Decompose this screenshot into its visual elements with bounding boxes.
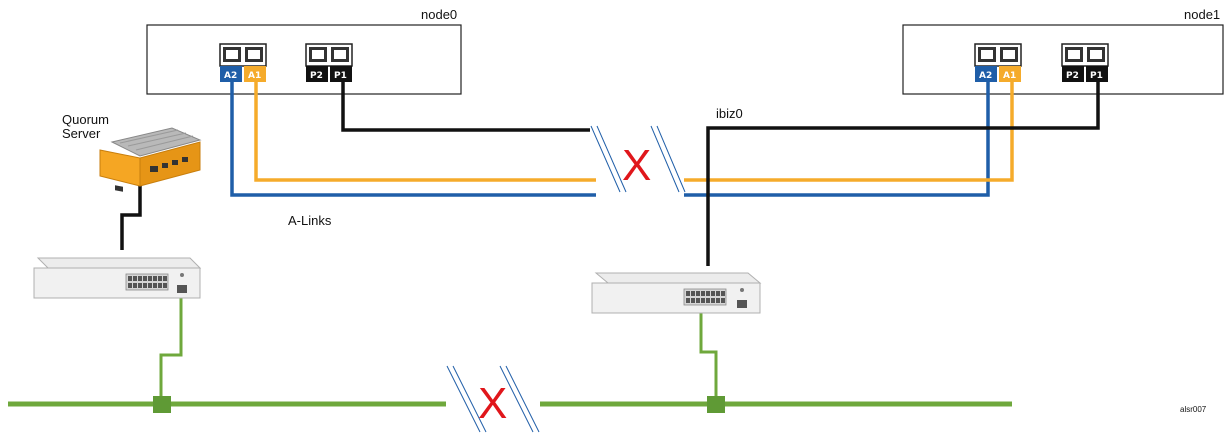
break-slash-left-a: [590, 125, 621, 193]
node1-port-a1-label: A1: [1003, 71, 1016, 81]
node0-port-a1: [244, 66, 266, 82]
node0-p1-link: [341, 80, 590, 132]
node0-a1-link: [254, 80, 596, 182]
node1-port-a2-label: A2: [979, 71, 992, 81]
net-break-slash-c: [499, 365, 534, 433]
quorum-uplink: [120, 185, 142, 250]
ibiz0-label: ibiz0: [716, 106, 743, 121]
node1-a1-link: [684, 80, 1014, 182]
net-break-slash-a: [446, 365, 481, 433]
node0-p-ethernet-icon: [305, 43, 353, 67]
net-break-slash-d: [505, 365, 540, 433]
quorum-server-icon: [99, 127, 202, 192]
network-junction-left: [153, 396, 171, 413]
node0-port-p2: [306, 66, 328, 82]
quorum-server-label-line1: Quorum: [62, 112, 109, 127]
node0-ports: A2 A1 P2 P1: [219, 43, 353, 82]
node0-port-a1-label: A1: [248, 71, 261, 81]
quorum-server-label-line2: Server: [62, 126, 101, 141]
node1-p1-link: [706, 80, 1100, 266]
right-switch-icon: [591, 272, 762, 314]
node1-label: node1: [1184, 7, 1220, 22]
node0-a-ethernet-icon: [219, 43, 267, 67]
break-slash-right-a: [650, 125, 680, 193]
node1-port-p2: [1062, 66, 1084, 82]
net-break-slash-b: [452, 365, 487, 433]
network-junction-right: [707, 396, 725, 413]
node1-p-ethernet-icon: [1061, 43, 1109, 67]
node1-port-p2-label: P2: [1066, 71, 1079, 81]
left-switch-network-link: [159, 298, 183, 400]
node0-port-p2-label: P2: [310, 71, 323, 81]
link-break-x: X: [622, 141, 651, 190]
node1-ports: A2 A1 P2 P1: [974, 43, 1109, 82]
network-break-x: X: [478, 379, 507, 428]
node0-port-a2: [220, 66, 242, 82]
node0-port-p1: [330, 66, 352, 82]
left-switch-icon: [33, 257, 202, 299]
figure-id-label: alsr007: [1180, 405, 1207, 414]
node1-port-p1-label: P1: [1090, 71, 1103, 81]
node0-port-a2-label: A2: [224, 71, 237, 81]
node1-port-a2: [975, 66, 997, 82]
node1-port-a1: [999, 66, 1021, 82]
node0-port-p1-label: P1: [334, 71, 347, 81]
node1-a2-link: [684, 80, 990, 197]
node0-label: node0: [421, 7, 457, 22]
break-slash-left-b: [596, 125, 627, 193]
alinks-label: A-Links: [288, 213, 332, 228]
node1-a-ethernet-icon: [974, 43, 1022, 67]
right-switch-network-link: [699, 313, 718, 400]
node0-box: [146, 24, 462, 95]
node0-a2-link: [230, 80, 596, 197]
node1-port-p1: [1086, 66, 1108, 82]
break-slash-right-b: [656, 125, 686, 193]
